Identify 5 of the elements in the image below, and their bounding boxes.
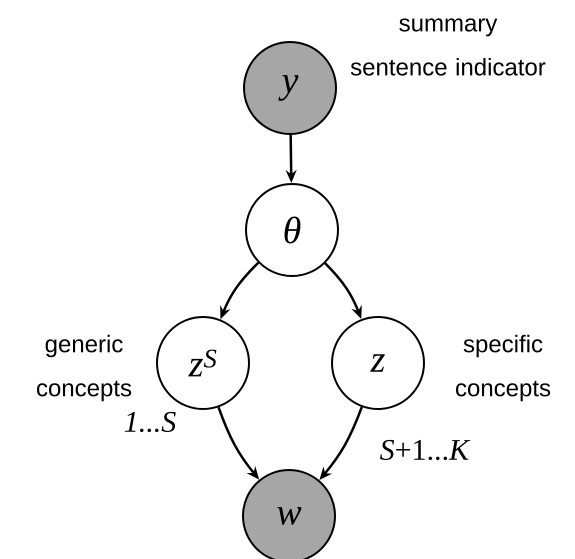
node-caption: summary sentence indicator <box>350 18 546 76</box>
index-range: S+1...K <box>380 440 470 460</box>
node-caption: specific concepts <box>456 334 550 402</box>
index-range: 1...S <box>124 412 176 432</box>
node-caption: generic concepts <box>37 334 132 402</box>
